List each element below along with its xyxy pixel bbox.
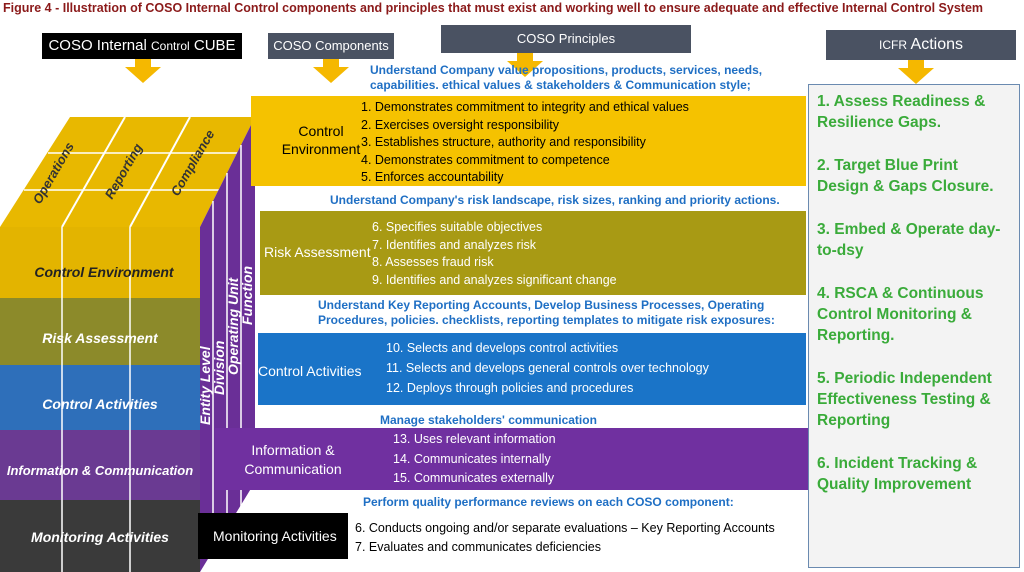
principles-list: 6. Specifies suitable objectives 7. Iden… [372,219,617,289]
principle-item: 8. Assesses fraud risk [372,255,494,269]
component-note: Understand Company value propositions, p… [370,63,763,92]
cube-front-label: Information & Communication [7,463,193,478]
principles-list: 13. Uses relevant information 14. Commun… [393,430,556,489]
cube-side-label: Entity Level [197,345,213,425]
icfr-action-item: 3. Embed & Operate day-to-dsy [817,221,1001,259]
principle-item: 5. Enforces accountability [361,170,504,184]
control-activities-box: Control Activities 10. Selects and devel… [258,333,806,405]
icfr-suffix: Actions [906,36,964,53]
icfr-action-item: 6. Incident Tracking & Quality Improveme… [817,455,978,493]
principle-item: 7. Identifies and analyzes risk [372,237,536,252]
principle-item: 4. Demonstrates commitment to competence [361,152,610,167]
component-label: Risk Assessment [264,244,371,260]
principle-item: 6. Specifies suitable objectives [372,220,543,234]
component-label: Control Activities [258,363,362,379]
cube-side-label: Operating Unit [225,276,241,375]
component-note: Understand Company's risk landscape, ris… [330,193,780,207]
principle-item: 15. Communicates externally [393,471,555,485]
principles-list: 6. Conducts ongoing and/or separate eval… [355,519,775,557]
icfr-actions-panel: 1. Assess Readiness & Resilience Gaps. 2… [808,84,1020,568]
principle-item: 6. Conducts ongoing and/or separate eval… [355,521,775,535]
icfr-action-item: 5. Periodic Independent Effectiveness Te… [817,370,992,429]
principles-list: 10. Selects and develops control activit… [386,338,709,398]
cube-side-label: Division [211,341,227,395]
cube-header-prefix: COSO Internal [48,37,151,54]
principle-item: 13. Uses relevant information [393,432,556,446]
component-note: Perform quality performance reviews on e… [363,495,734,509]
principle-item: 3. Establishes structure, authority and … [361,135,646,149]
principle-item: 9. Identifies and analyzes significant c… [372,272,617,287]
principles-list: 1. Demonstrates commitment to integrity … [361,99,689,187]
component-note: Manage stakeholders' communication [380,413,597,427]
cube-header-suffix: CUBE [189,37,236,54]
monitoring-activities-box: Monitoring Activities [198,513,348,559]
icfr-action-item: 1. Assess Readiness & Resilience Gaps. [817,93,986,131]
principle-item: 2. Exercises oversight responsibility [361,117,559,132]
cube-side-label: Function [239,266,255,325]
arrow-down-icon [313,59,349,83]
icfr-actions-header: ICFR Actions [826,30,1016,60]
coso-components-header: COSO Components [268,33,394,59]
arrow-down-icon [507,53,543,77]
figure-title: Figure 4 - Illustration of COSO Internal… [3,1,984,15]
risk-assessment-box: Risk Assessment 6. Specifies suitable ob… [260,211,806,295]
icfr-action-item: 4. RSCA & Continuous Control Monitoring … [817,285,984,344]
arrow-down-icon [125,59,161,83]
coso-cube: Operations Reporting Compliance Entity L… [0,116,255,572]
control-environment-box: Control Environment 1. Demonstrates comm… [251,96,806,186]
component-label: Control Environment [281,123,361,157]
principle-item: 7. Evaluates and communicates deficienci… [355,540,601,554]
arrow-down-icon [898,60,934,84]
coso-principles-header: COSO Principles [441,25,691,53]
component-label: Information & Communication [244,442,342,477]
coso-cube-header: COSO Internal Control CUBE [42,33,242,59]
information-communication-box: Information & Communication 13. Uses rel… [215,428,809,490]
principle-item: 1. Demonstrates commitment to integrity … [361,100,689,114]
cube-header-mid: Control [151,39,190,53]
icfr-prefix: ICFR [878,38,907,52]
cube-front-label: Monitoring Activities [31,529,169,545]
principle-item: 10. Selects and develops control activit… [386,341,619,355]
component-label: Monitoring Activities [213,528,337,544]
principle-item: 14. Communicates internally [393,451,551,466]
cube-front-label: Risk Assessment [42,330,159,346]
component-note: Understand Key Reporting Accounts, Devel… [318,298,775,327]
cube-front-label: Control Activities [42,396,158,412]
principle-item: 12. Deploys through policies and procedu… [386,381,634,395]
cube-front-label: Control Environment [34,264,175,280]
icfr-action-item: 2. Target Blue Print Design & Gaps Closu… [817,157,994,195]
principle-item: 11. Selects and develops general control… [386,361,709,375]
